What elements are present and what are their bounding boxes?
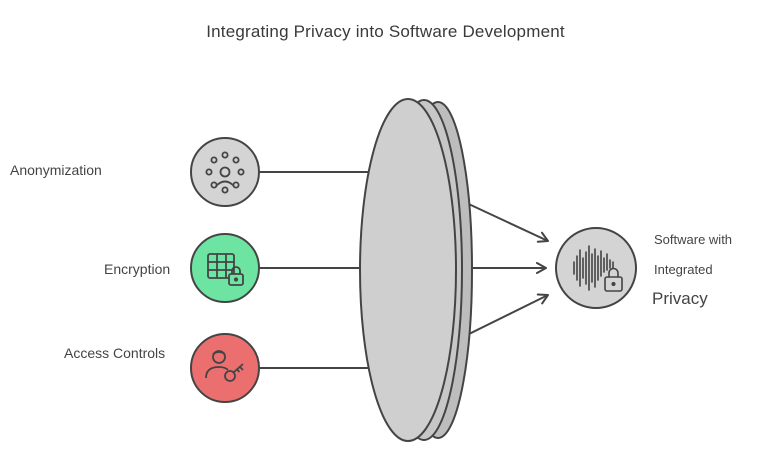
label-access-controls: Access Controls [64, 345, 166, 361]
label-anonymization: Anonymization [10, 162, 102, 178]
node-output [555, 227, 637, 309]
lens-front [359, 98, 457, 442]
soundwave-lock-icon [573, 245, 623, 292]
node-anonymization [190, 137, 260, 207]
anonymization-icon [205, 151, 245, 194]
lens [359, 98, 473, 442]
node-encryption [190, 233, 260, 303]
label-encryption: Encryption [104, 261, 171, 277]
output-label-line-3: Privacy [652, 289, 708, 308]
encryption-table-lock-icon [207, 253, 244, 286]
output-label-line-1: Software with [654, 232, 733, 247]
diagram-title: Integrating Privacy into Software Develo… [206, 22, 565, 41]
node-access-controls [190, 333, 260, 403]
output-label-line-2: Integrated [654, 262, 713, 277]
access-control-user-key-icon [205, 350, 244, 382]
